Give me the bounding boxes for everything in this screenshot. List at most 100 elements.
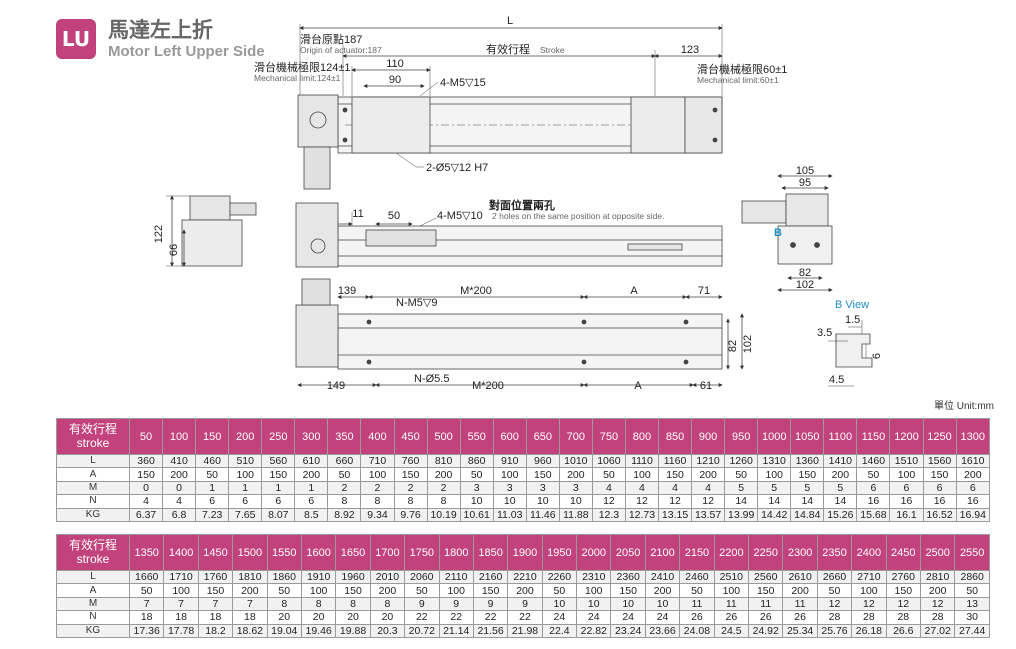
table-cell: 100 [492,467,527,482]
table-cell: 23.24 [610,623,646,638]
table-cell: 21.98 [507,623,543,638]
table-cell: 2 [426,480,461,496]
bottom-view-labels: 139 M*200 A 71 N-M5▽9 82 102 149 N-Ø5.5 … [327,285,754,392]
table-cell: 2560 [748,569,784,585]
table-cell: 710 [360,453,395,469]
stroke-en: Stroke [540,45,565,55]
dim-L: L [507,15,513,27]
table-cell: 22.4 [541,623,578,638]
table-cell: 22 [438,610,474,625]
table-cell: 13.57 [691,507,726,522]
unit-label: 單位 Unit:mm [934,401,994,412]
table-cell: 11.46 [525,507,560,522]
table-cell: 50 [404,583,440,598]
table-cell: 150 [748,583,784,598]
table-cell: 2360 [610,569,646,585]
table-cell: 2210 [507,569,543,585]
table-cell: 100 [438,583,474,598]
table-cell: 3 [492,480,527,496]
table-cell: 16 [922,494,957,509]
stroke-value: 2500 [919,534,956,571]
table-cell: 10 [558,494,593,509]
opp-en: 2 holes on the same position at opposite… [492,211,664,221]
table-cell: 2010 [369,569,406,585]
table-cell: 150 [393,467,428,482]
table-cell: 50 [128,583,165,598]
table-cell: 2 [360,480,395,496]
table-cell: 150 [128,467,164,482]
table-cell: 13 [954,596,990,612]
table-cell: 4 [591,480,626,496]
stroke-value: 850 [657,418,693,455]
table-cell: 3 [459,480,494,496]
table-cell: 11 [782,596,818,612]
row-label: KG [56,623,130,638]
table-cell: 26 [679,610,715,625]
table-cell: 16.94 [955,507,991,522]
table-cell: 4 [162,494,197,509]
stroke-value: 2350 [816,534,853,571]
table-cell: 18 [163,610,199,625]
row-label: A [56,583,130,598]
table-cell: 5 [757,480,792,496]
b-view-labels: B View 1.5 3.5 6 4.5 [817,299,883,386]
table-cell: 510 [228,453,263,469]
stroke-value: 650 [525,418,560,455]
section-titles: 馬達左上折 Motor Left Upper Side [108,19,265,59]
table-cell: 1360 [790,453,825,469]
stroke-value: 600 [492,418,527,455]
stroke-value: 350 [327,418,362,455]
stroke-value: 300 [294,418,329,455]
table-cell: 26 [782,610,818,625]
table-cell: 20 [335,610,371,625]
table-cell: 8 [327,494,362,509]
table-cell: 50 [591,467,626,482]
table-cell: 860 [459,453,494,469]
table-cell: 9 [438,596,474,612]
stroke-value: 1500 [232,534,268,571]
table-cell: 1860 [266,569,302,585]
table-cell: 22.82 [576,623,612,638]
table-cell: 4 [691,480,726,496]
table-cell: 50 [459,467,494,482]
table-cell: 9.76 [393,507,428,522]
table-cell: 26.6 [885,623,921,638]
stroke-value: 1050 [790,418,825,455]
stroke-value: 700 [558,418,593,455]
dim-1-5: 1.5 [845,314,860,326]
table-cell: 24 [541,610,578,625]
table-cell: 10 [644,596,681,612]
middle-view-labels: 對面位置兩孔 4-M5▽10 2 holes on the same posit… [352,198,664,222]
stroke-value: 100 [162,418,197,455]
table-cell: 2760 [885,569,921,585]
table-cell: 150 [261,467,296,482]
stroke-value: 2050 [610,534,646,571]
table-cell: 24.08 [679,623,715,638]
table-cell: 1460 [856,453,891,469]
table-cell: 20.72 [404,623,440,638]
table-cell: 28 [816,610,853,625]
table-cell: 2260 [541,569,578,585]
table-cell: 610 [294,453,329,469]
table-cell: 660 [327,453,362,469]
table-cell: 5 [790,480,825,496]
table-cell: 2710 [851,569,887,585]
stroke-value: 1600 [300,534,337,571]
table-cell: 50 [954,583,990,598]
table-cell: 19.46 [300,623,337,638]
table-cell: 150 [525,467,560,482]
stroke-value: 1650 [335,534,371,571]
table-cell: 8.5 [294,507,329,522]
table-cell: 1210 [691,453,726,469]
table-cell: 15.68 [856,507,891,522]
table-cell: 14.42 [757,507,792,522]
table-cell: 6.8 [162,507,197,522]
stroke-value: 1800 [438,534,474,571]
table-cell: 8.07 [261,507,296,522]
dim-4-5: 4.5 [829,374,844,386]
